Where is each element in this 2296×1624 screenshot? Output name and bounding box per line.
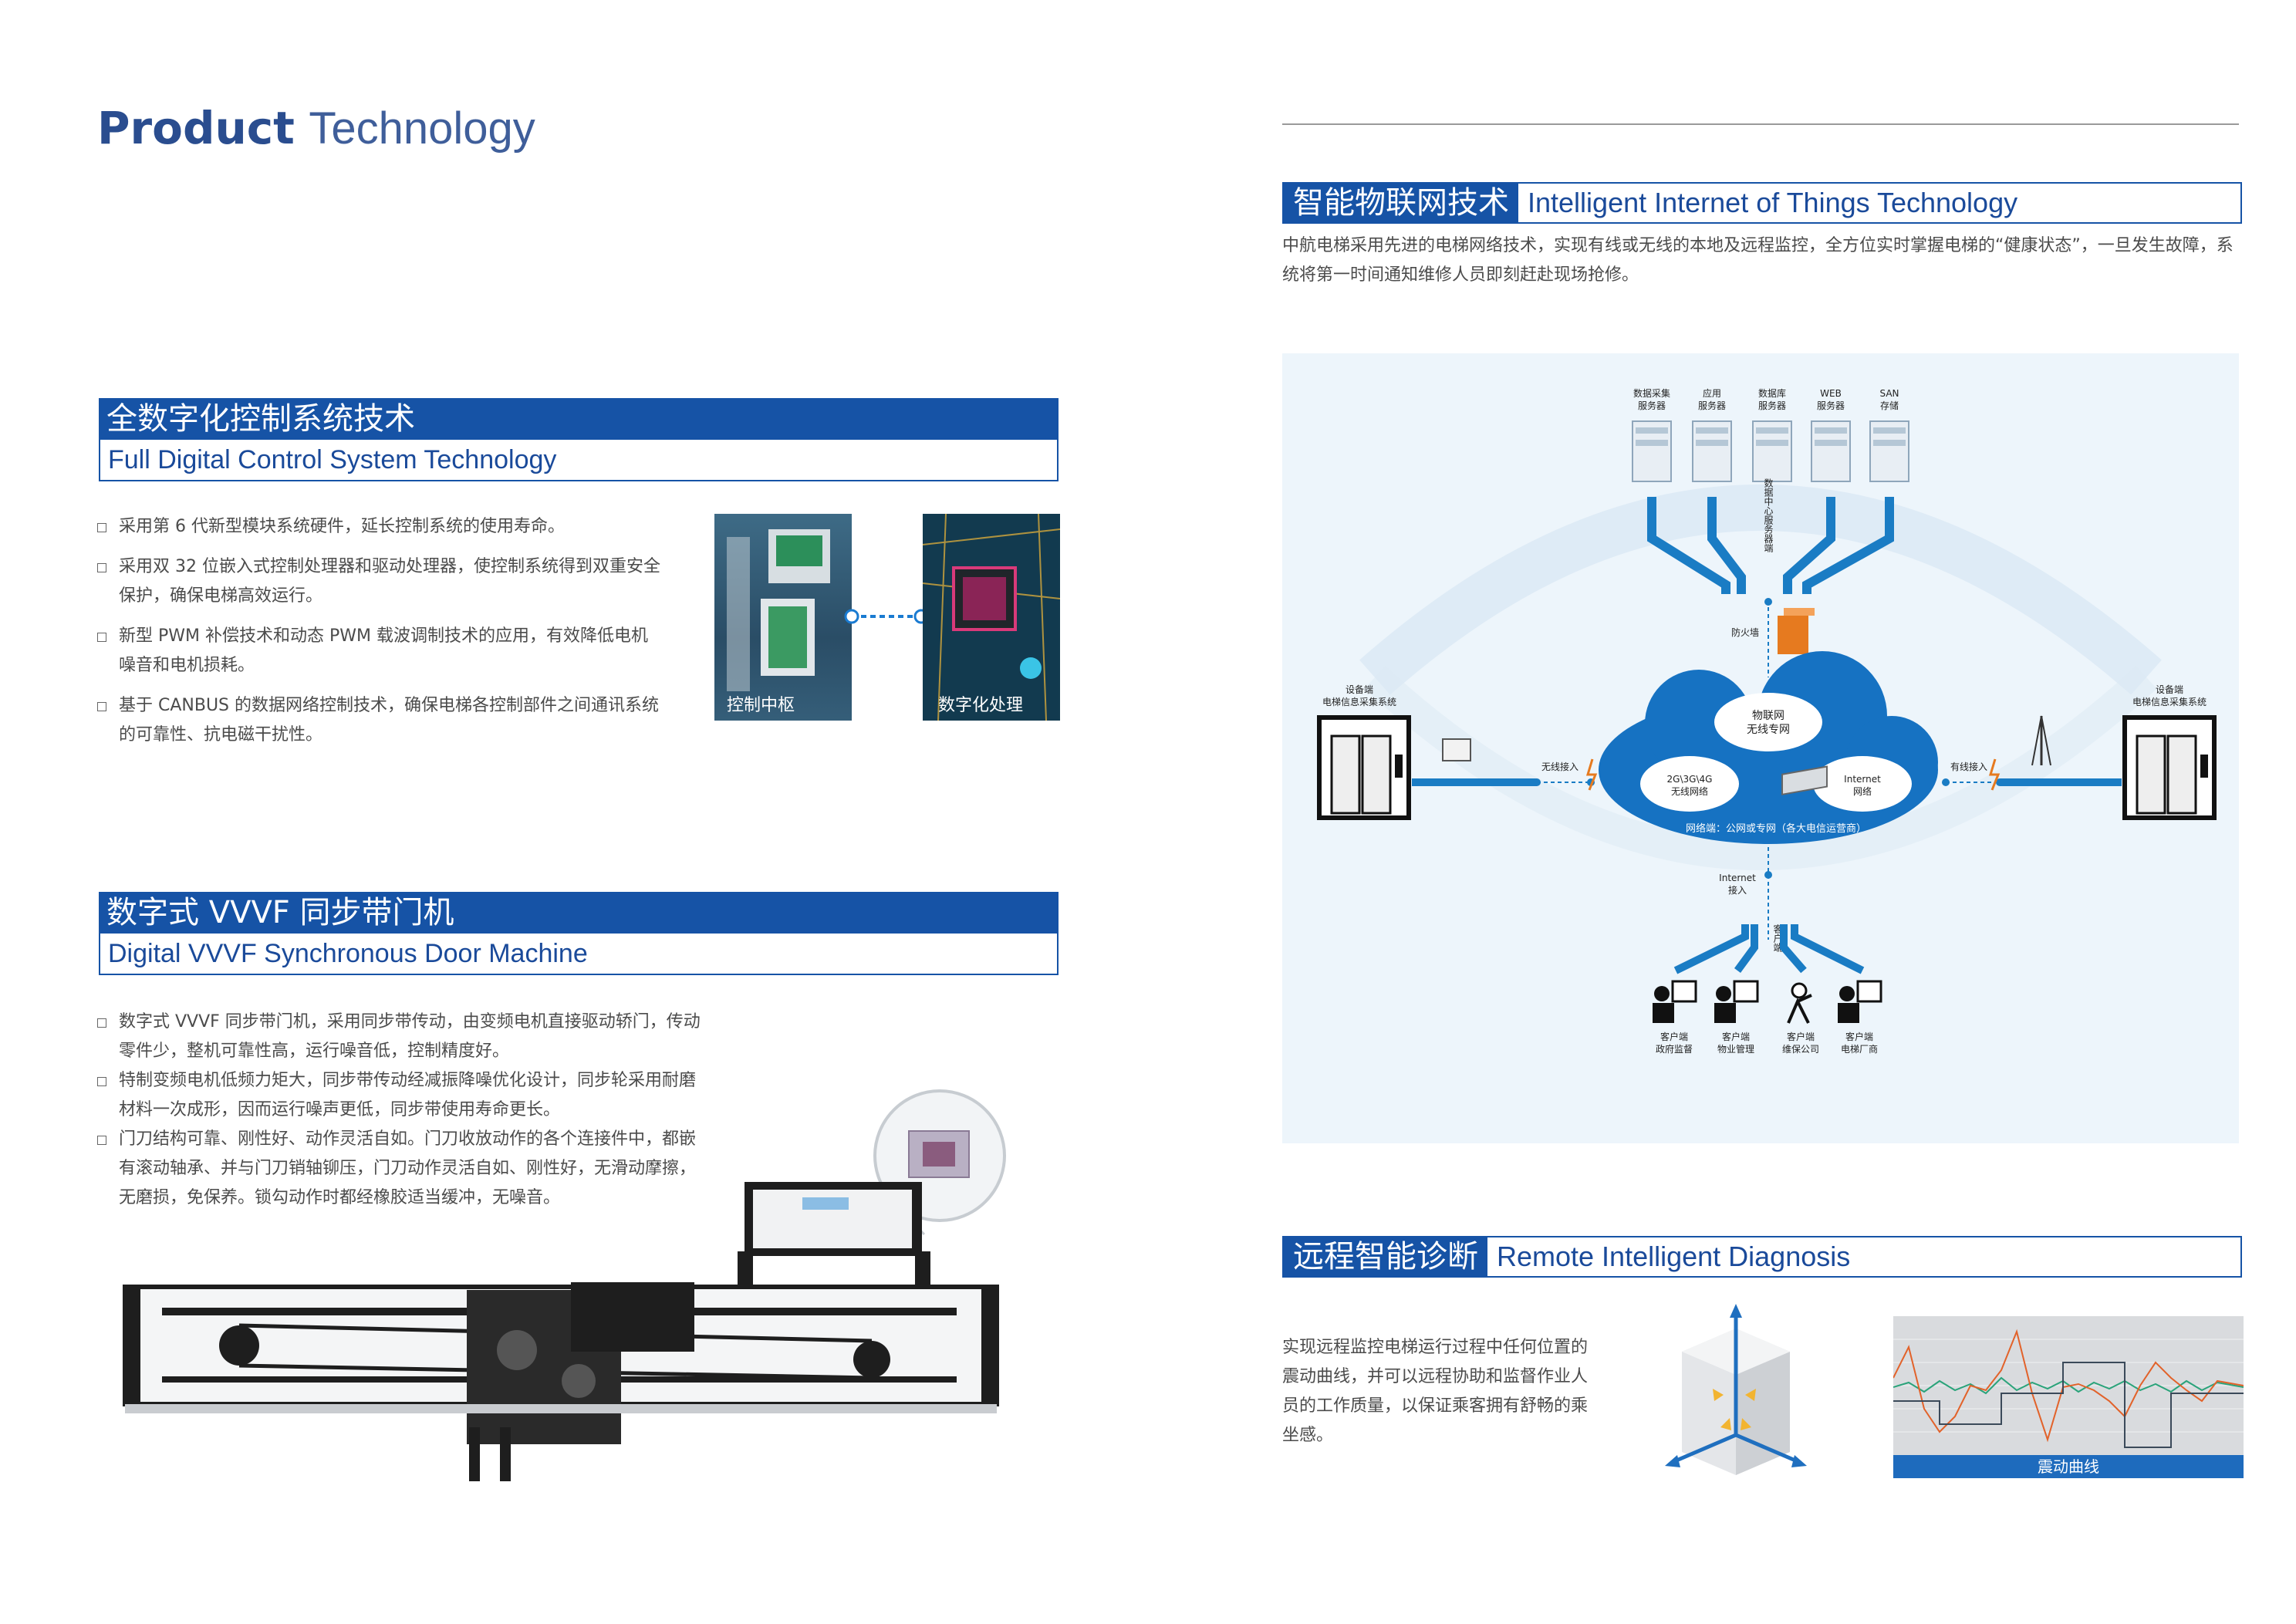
page-title-light: Technology: [309, 103, 535, 154]
vibration-cube-image: [1665, 1304, 1807, 1475]
photo-connector: [844, 609, 929, 624]
internet-access-label: 接入: [1728, 884, 1747, 896]
remote-header: 远程智能诊断 Remote Intelligent Diagnosis: [1282, 1236, 2242, 1278]
network-cloud: [1599, 651, 1938, 844]
server-label: 服务器: [1758, 400, 1786, 411]
list-item: 采用双 32 位嵌入式控制处理器和驱动处理器，使控制系统得到双重安全保护，确保电…: [97, 552, 660, 611]
list-item: 门刀结构可靠、刚性好、动作灵活自如。门刀收放动作的各个连接件中，都嵌有滚动轴承、…: [97, 1125, 707, 1213]
list-item: 数字式 VVVF 同步带门机，采用同步带传动，由变频电机直接驱动轿门，传动零件少…: [97, 1008, 707, 1066]
datacenter-label: 数据中心服务器端: [1763, 478, 1774, 553]
page-title: Product Technology: [97, 102, 535, 154]
door-machine-title-en: Digital VVVF Synchronous Door Machine: [99, 934, 1059, 975]
top-divider: [1282, 123, 2239, 125]
vibration-curve-image: [1893, 1329, 2244, 1448]
digital-control-header: 全数字化控制系统技术 Full Digital Control System T…: [99, 398, 1059, 481]
door-machine-title-cn: 数字式 VVVF 同步带门机: [99, 892, 1059, 934]
antenna-icon: [2031, 715, 2051, 766]
lightning-icon: [1988, 758, 2001, 791]
server-label: 应用: [1703, 387, 1721, 399]
internet-access-label: Internet: [1719, 873, 1756, 883]
cloud-internet-label: Internet: [1844, 774, 1881, 785]
remote-title-en: Remote Intelligent Diagnosis: [1497, 1241, 1851, 1272]
client-label: 客户端: [1722, 1031, 1750, 1042]
client-label: 客户端: [1660, 1031, 1688, 1042]
client-label: 维保公司: [1782, 1044, 1819, 1055]
chip-photo: 数字化处理: [923, 514, 1060, 721]
cloud-mobile-label: 无线网络: [1671, 785, 1708, 797]
list-item: 新型 PWM 补偿技术和动态 PWM 载波调制技术的应用，有效降低电机噪音和电机…: [97, 622, 660, 680]
right-elevator-icon: [2122, 715, 2217, 820]
cloud-internet-label: 网络: [1853, 785, 1872, 797]
door-machine-bullets: 数字式 VVVF 同步带门机，采用同步带传动，由变频电机直接驱动轿门，传动零件少…: [97, 1008, 707, 1213]
network-label: 网络端：公网或专网（各大电信运营商）: [1686, 822, 1866, 835]
control-board-image: [727, 529, 830, 691]
server-label: WEB: [1820, 388, 1842, 399]
wired-label: 有线接入: [1950, 761, 1987, 772]
client-icons: [1653, 980, 1882, 1024]
router-icon: [1442, 738, 1471, 761]
iot-description: 中航电梯采用先进的电梯网络技术，实现有线或无线的本地及远程监控，全方位实时掌握电…: [1282, 236, 2234, 285]
client-label: 物业管理: [1717, 1043, 1754, 1055]
remote-title-cn: 远程智能诊断: [1284, 1237, 1487, 1276]
client-label: 政府监督: [1656, 1043, 1693, 1055]
server-label: 数据库: [1758, 387, 1786, 399]
server-label: 数据采集: [1633, 387, 1670, 399]
server-icons: [1632, 420, 1909, 482]
left-elevator-icon: [1317, 715, 1411, 820]
cloud-iot-label: 物联网: [1752, 710, 1784, 722]
control-board-photo: 控制中枢: [714, 514, 852, 721]
iot-header: 智能物联网技术 Intelligent Internet of Things T…: [1282, 182, 2242, 224]
server-label: 服务器: [1698, 400, 1726, 411]
left-device-label: 电梯信息采集系统: [1322, 696, 1396, 707]
door-machine-image: [123, 1089, 1006, 1481]
server-label: 服务器: [1638, 400, 1666, 411]
iot-title-cn: 智能物联网技术: [1284, 184, 1518, 222]
page-title-bold: Product: [97, 102, 295, 154]
control-center-caption: 控制中枢: [727, 696, 795, 715]
list-item: 采用第 6 代新型模块系统硬件，延长控制系统的使用寿命。: [97, 512, 660, 542]
server-label: SAN: [1879, 388, 1899, 399]
lightning-icon: [1585, 758, 1598, 791]
right-device-label: 电梯信息采集系统: [2132, 696, 2207, 707]
network-diagram-svg: 数据采集 服务器 应用 服务器 数据库 服务器 WEB 服务器 SAN 存储 数…: [1317, 387, 2217, 1055]
vibration-curve-caption: 震动曲线: [1893, 1455, 2244, 1478]
server-label: 服务器: [1817, 400, 1845, 411]
list-item: 特制变频电机低频力矩大，同步带传动经减振降噪优化设计，同步轮采用耐磨材料一次成形…: [97, 1066, 707, 1125]
remote-description: 实现远程监控电梯运行过程中任何位置的震动曲线，并可以远程协助和监督作业人员的工作…: [1282, 1338, 1589, 1445]
firewall-label: 防火墙: [1731, 626, 1759, 638]
client-label: 客户端: [1845, 1031, 1873, 1042]
wireless-label: 无线接入: [1541, 761, 1578, 772]
modem-icon: [1781, 765, 1828, 795]
iot-title-en: Intelligent Internet of Things Technolog…: [1528, 187, 2018, 218]
client-label: 客户端: [1787, 1031, 1815, 1042]
client-label: 电梯厂商: [1841, 1043, 1878, 1055]
right-device-label: 设备端: [2156, 684, 2183, 695]
server-label: 存储: [1880, 400, 1899, 411]
cloud-mobile-label: 2G\3G\4G: [1667, 774, 1713, 785]
cloud-iot-label: 无线专网: [1747, 724, 1790, 736]
digital-processing-caption: 数字化处理: [938, 696, 1024, 715]
iot-network-diagram: 数据采集 服务器 应用 服务器 数据库 服务器 WEB 服务器 SAN 存储 数…: [1282, 353, 2239, 1143]
digital-control-bullets: 采用第 6 代新型模块系统硬件，延长控制系统的使用寿命。 采用双 32 位嵌入式…: [97, 512, 660, 761]
digital-control-title-en: Full Digital Control System Technology: [99, 440, 1059, 481]
digital-control-title-cn: 全数字化控制系统技术: [99, 398, 1059, 440]
chip-image: [923, 514, 1060, 721]
left-device-label: 设备端: [1346, 684, 1373, 695]
list-item: 基于 CANBUS 的数据网络控制技术，确保电梯各控制部件之间通讯系统的可靠性、…: [97, 691, 660, 750]
door-machine-header: 数字式 VVVF 同步带门机 Digital VVVF Synchronous …: [99, 892, 1059, 975]
vibration-curve-panel: 震动曲线: [1893, 1316, 2244, 1478]
